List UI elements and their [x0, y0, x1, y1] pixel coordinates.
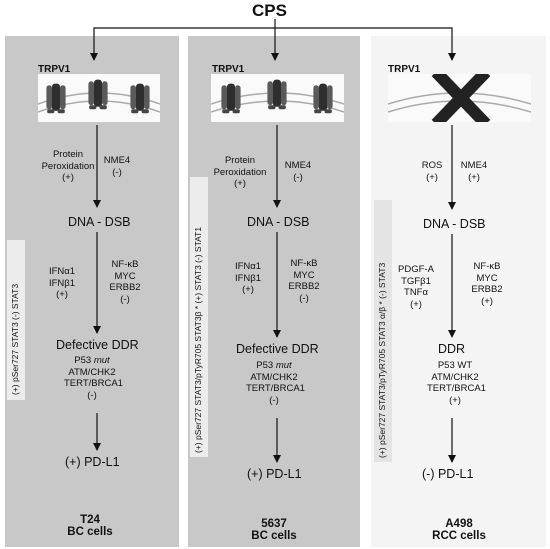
stat3-box [374, 200, 392, 462]
nme4-label: NME4(-) [103, 155, 131, 178]
diagram-title: CPS [252, 1, 287, 20]
pdl1-label: (+) PD-L1 [65, 455, 120, 469]
ddr-label: DDR [438, 342, 466, 356]
stat3-box [190, 177, 208, 457]
pdl1-label: (-) PD-L1 [422, 467, 474, 481]
receptor-label: TRPV1 [212, 64, 245, 75]
ros-label: ROS(+) [421, 160, 443, 183]
dna-dsb-label: DNA - DSB [423, 217, 486, 231]
ddr-label: Defective DDR [236, 342, 319, 356]
membrane-5637 [211, 74, 344, 122]
nme4-label: NME4(-) [284, 160, 312, 183]
receptor-label: TRPV1 [38, 64, 71, 75]
dna-dsb-label: DNA - DSB [68, 215, 131, 229]
stat3-box [7, 240, 25, 400]
receptor-label: TRPV1 [388, 64, 421, 75]
membrane-t24 [38, 74, 160, 122]
cps-arrow-t24 [90, 27, 275, 61]
cps-arrow-a498 [275, 27, 456, 61]
dna-dsb-label: DNA - DSB [247, 215, 310, 229]
membrane-a498 [388, 74, 531, 122]
cross-icon [431, 74, 491, 122]
pdl1-label: (+) PD-L1 [247, 467, 302, 481]
ddr-label: Defective DDR [56, 338, 139, 352]
nme4-label: NME4(+) [460, 160, 488, 183]
